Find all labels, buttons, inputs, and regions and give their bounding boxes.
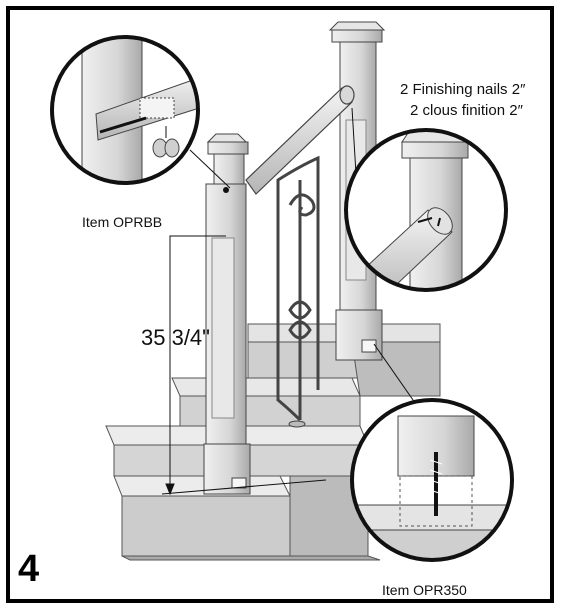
baluster-shoe	[288, 420, 306, 428]
item-label-base: Item OPR350	[382, 582, 467, 598]
front-newel-post	[203, 133, 251, 495]
detail-inset-bracket	[50, 35, 200, 185]
detail-inset-nails	[344, 128, 508, 292]
fastener-mark-post	[223, 187, 229, 193]
handrail	[245, 85, 355, 195]
nails-label-english: 2 Finishing nails 2″	[400, 81, 526, 98]
height-measurement-label: 35 3/4"	[141, 325, 210, 350]
step-number: 4	[18, 548, 40, 590]
iron-baluster	[276, 155, 320, 422]
item-label-bracket: Item OPRBB	[82, 214, 163, 230]
measurement-guide	[161, 235, 327, 496]
nails-label-french: 2 clous finition 2″	[410, 102, 523, 119]
detail-inset-base	[350, 398, 514, 562]
